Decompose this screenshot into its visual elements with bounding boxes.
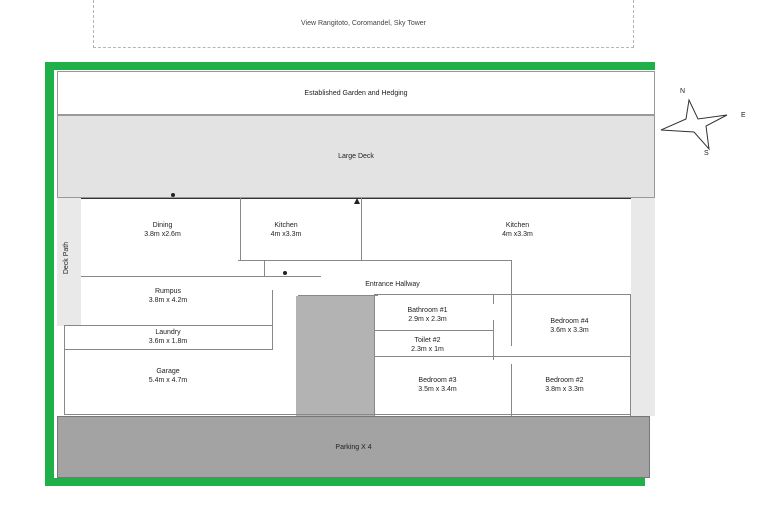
entrance-hallway-label: Entrance Hallway bbox=[365, 281, 420, 288]
room-bedroom-3-name: Bedroom #3 bbox=[418, 377, 457, 384]
room-kitchen-1-name: Kitchen bbox=[274, 222, 298, 229]
room-kitchen-2-size: 4m x3.3m bbox=[502, 231, 533, 238]
room-bathroom-1-name: Bathroom #1 bbox=[407, 307, 448, 314]
room-bedroom-3: Bedroom #3 3.5m x 3.4m bbox=[390, 376, 485, 394]
wall bbox=[374, 330, 494, 331]
wall bbox=[264, 260, 265, 276]
room-rumpus-name: Rumpus bbox=[154, 288, 182, 295]
room-dining-size: 3.8m x2.6m bbox=[144, 231, 181, 238]
entry-arrow bbox=[354, 198, 360, 204]
boundary-left bbox=[45, 62, 54, 486]
room-bedroom-2: Bedroom #2 3.8m x 3.3m bbox=[517, 376, 612, 394]
deck-path bbox=[57, 198, 81, 326]
room-garage: Garage 5.4m x 4.7m bbox=[118, 367, 218, 385]
wall bbox=[64, 325, 272, 326]
wall bbox=[493, 320, 494, 360]
wall bbox=[238, 260, 512, 261]
deck-path-label: Deck Path bbox=[63, 241, 70, 275]
wall bbox=[64, 349, 272, 350]
wall bbox=[374, 294, 630, 295]
wall bbox=[630, 294, 631, 416]
room-toilet-2-name: Toilet #2 bbox=[414, 337, 441, 344]
room-kitchen-2: Kitchen 4m x3.3m bbox=[470, 221, 565, 239]
large-deck: Large Deck bbox=[57, 115, 655, 198]
room-bathroom-1: Bathroom #1 2.9m x 2.3m bbox=[380, 306, 475, 324]
boundary-top bbox=[45, 62, 655, 70]
boundary-bottom bbox=[45, 478, 645, 486]
parking-label: Parking X 4 bbox=[335, 443, 372, 451]
room-bedroom-3-size: 3.5m x 3.4m bbox=[418, 386, 457, 393]
wall bbox=[374, 294, 375, 416]
room-laundry: Laundry 3.6m x 1.8m bbox=[118, 328, 218, 346]
wall bbox=[81, 276, 321, 277]
room-dining-name: Dining bbox=[152, 222, 173, 229]
compass-s: S bbox=[704, 150, 709, 157]
room-toilet-2: Toilet #2 2.3m x 1m bbox=[380, 336, 475, 354]
hallway-floor bbox=[296, 296, 374, 416]
room-bedroom-2-name: Bedroom #2 bbox=[545, 377, 584, 384]
compass-e: E bbox=[741, 112, 746, 119]
wall bbox=[361, 198, 362, 260]
room-bedroom-2-size: 3.8m x 3.3m bbox=[545, 386, 584, 393]
compass-n: N bbox=[680, 88, 686, 95]
room-kitchen-1: Kitchen 4m x3.3m bbox=[243, 221, 329, 239]
deck-label: Large Deck bbox=[338, 153, 374, 160]
wall bbox=[298, 295, 378, 296]
wall bbox=[511, 260, 512, 346]
wall bbox=[272, 290, 273, 350]
room-bedroom-4-size: 3.6m x 3.3m bbox=[550, 327, 589, 334]
room-kitchen-2-name: Kitchen bbox=[505, 222, 530, 229]
wall bbox=[240, 198, 241, 260]
room-bathroom-1-size: 2.9m x 2.3m bbox=[408, 316, 447, 323]
wall bbox=[374, 356, 630, 357]
parking-area: Parking X 4 bbox=[57, 416, 650, 478]
wall bbox=[64, 414, 630, 415]
room-garage-name: Garage bbox=[156, 368, 180, 375]
wall bbox=[511, 364, 512, 416]
room-garage-size: 5.4m x 4.7m bbox=[148, 377, 188, 384]
door-marker bbox=[283, 271, 287, 275]
room-kitchen-1-size: 4m x3.3m bbox=[270, 231, 302, 238]
room-rumpus: Rumpus 3.8m x 4.2m bbox=[118, 287, 218, 305]
room-toilet-2-size: 2.3m x 1m bbox=[411, 346, 444, 353]
garden-label: Established Garden and Hedging bbox=[304, 89, 408, 97]
door-marker bbox=[171, 193, 175, 197]
garden-area: Established Garden and Hedging bbox=[57, 71, 655, 115]
room-bedroom-4-name: Bedroom #4 bbox=[550, 318, 589, 325]
view-label: View Rangitoto, Coromandel, Sky Tower bbox=[93, 0, 634, 48]
room-rumpus-size: 3.8m x 4.2m bbox=[148, 297, 188, 304]
room-bedroom-4: Bedroom #4 3.6m x 3.3m bbox=[522, 317, 617, 335]
wall bbox=[493, 294, 494, 304]
wall bbox=[64, 325, 65, 415]
compass-star bbox=[660, 98, 728, 151]
right-side-strip bbox=[631, 198, 655, 416]
room-dining: Dining 3.8m x2.6m bbox=[120, 221, 205, 239]
room-laundry-name: Laundry bbox=[155, 329, 181, 336]
room-laundry-size: 3.6m x 1.8m bbox=[148, 338, 188, 345]
